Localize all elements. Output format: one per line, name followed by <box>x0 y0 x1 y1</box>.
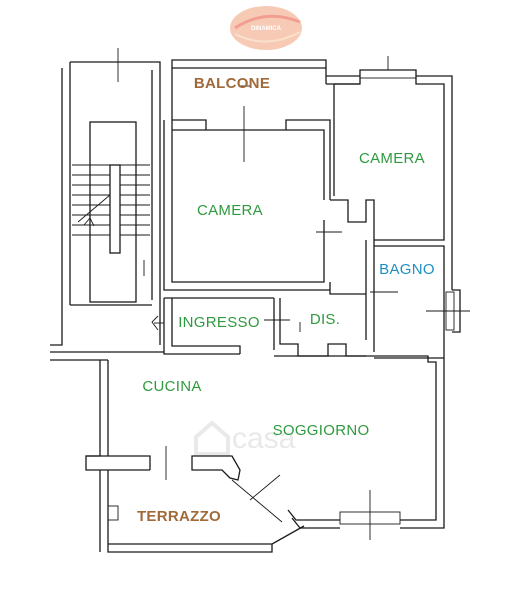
walls <box>50 56 470 553</box>
room-label-terrazzo: TERRAZZO <box>137 508 221 525</box>
room-label-dis: DIS. <box>310 311 340 328</box>
door-markers <box>143 85 398 332</box>
room-label-cucina: CUCINA <box>142 378 201 395</box>
room-label-bagno: BAGNO <box>379 261 435 278</box>
room-label-ingresso: INGRESSO <box>178 314 260 331</box>
agency-logo: DINAMICA <box>230 6 302 50</box>
room-label-camera-2: CAMERA <box>359 150 425 167</box>
room-label-balcone: BALCONE <box>194 75 270 92</box>
room-label-soggiorno: SOGGIORNO <box>273 422 370 439</box>
watermark-text: casa <box>232 422 296 455</box>
stairwell <box>50 48 161 346</box>
room-label-camera-1: CAMERA <box>197 202 263 219</box>
watermark: casa <box>194 420 296 456</box>
logo-text: DINAMICA <box>251 26 282 32</box>
